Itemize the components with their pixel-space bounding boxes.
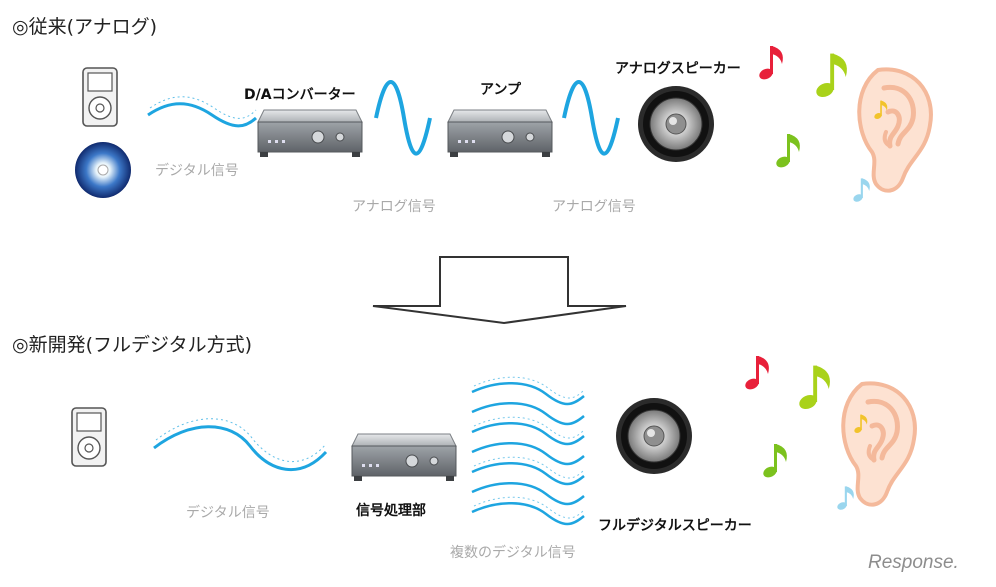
full-digital-speaker-label: フルデジタルスピーカー bbox=[598, 518, 752, 534]
amp-icon bbox=[447, 109, 553, 158]
multiple-digital-signal-label: 複数のデジタル信号 bbox=[450, 545, 576, 561]
music-note-green-icon bbox=[774, 134, 800, 170]
music-note-blue-icon-bottom bbox=[836, 486, 854, 512]
multiple-digital-waves bbox=[471, 376, 585, 526]
digital-wave-bottom bbox=[153, 425, 328, 472]
ipod-icon bbox=[82, 67, 118, 127]
music-note-green-icon-bottom bbox=[761, 444, 787, 480]
music-note-red-icon-bottom bbox=[743, 356, 769, 392]
digital-signal-label-bottom: デジタル信号 bbox=[186, 505, 270, 521]
digital-wave-top bbox=[147, 102, 258, 128]
response-watermark: Response. bbox=[868, 552, 959, 573]
section-title-digital: ◎新開発(フルデジタル方式) bbox=[12, 334, 253, 356]
analog-signal-label-2: アナログ信号 bbox=[552, 199, 636, 215]
signal-processor-icon bbox=[351, 433, 457, 482]
da-converter-icon bbox=[257, 109, 363, 158]
digital-signal-label-top: デジタル信号 bbox=[155, 163, 239, 179]
music-note-blue-icon bbox=[852, 178, 870, 204]
cd-icon bbox=[75, 142, 131, 198]
analog-signal-label-1: アナログ信号 bbox=[352, 199, 436, 215]
music-note-lime-icon-bottom bbox=[797, 365, 830, 412]
full-digital-speaker-icon bbox=[615, 397, 693, 475]
ipod-icon-bottom bbox=[71, 407, 107, 467]
music-note-lime-icon bbox=[814, 53, 847, 100]
music-note-red-icon bbox=[757, 46, 783, 82]
ear-icon-top bbox=[859, 69, 931, 190]
down-arrow-icon bbox=[372, 256, 627, 325]
da-converter-label: D/Aコンバーター bbox=[244, 87, 356, 103]
amp-label: アンプ bbox=[480, 82, 522, 98]
analog-wave-1 bbox=[374, 80, 432, 156]
analog-speaker-label: アナログスピーカー bbox=[615, 61, 741, 77]
analog-speaker-icon bbox=[637, 85, 715, 163]
ear-icon-bottom bbox=[843, 383, 915, 504]
section-title-analog: ◎従来(アナログ) bbox=[12, 16, 158, 38]
signal-processor-label: 信号処理部 bbox=[356, 503, 426, 519]
analog-wave-2 bbox=[562, 80, 620, 156]
